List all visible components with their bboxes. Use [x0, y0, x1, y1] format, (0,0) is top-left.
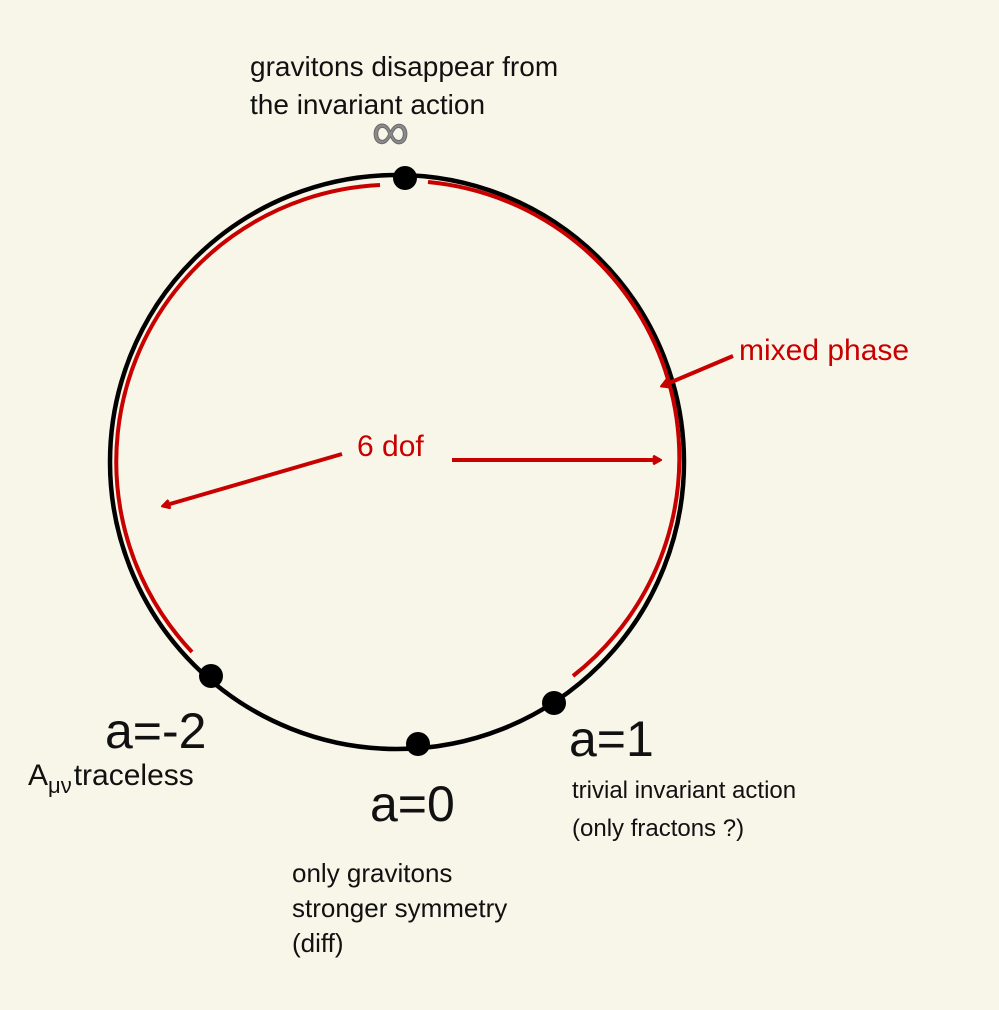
point-infinity [393, 166, 417, 190]
point-a-1 [542, 691, 566, 715]
mixed-phase-label: mixed phase [739, 334, 910, 367]
a-0-note-line-1: only gravitons [292, 858, 453, 888]
infinity-annotation: gravitons disappear from the invariant a… [250, 48, 558, 124]
point-a-minus-2 [199, 664, 223, 688]
point-a-0 [406, 732, 430, 756]
a-0-label: a=0 [370, 776, 455, 832]
infinity-annotation-line-1: gravitons disappear from [250, 51, 559, 82]
a-minus-2-note-rest: traceless [73, 759, 194, 792]
a-minus-2-label: a=-2 [105, 703, 207, 759]
a-minus-2-note: Aμνtraceless [28, 759, 194, 798]
a-1-note: trivial invariant action (only fractons … [572, 772, 796, 848]
mixed-phase-arc-right [427, 180, 682, 678]
a-1-note-line-1: trivial invariant action [572, 777, 797, 804]
mixed-phase-arc-left [114, 183, 381, 654]
a-minus-2-note-subscript: μν [48, 773, 72, 798]
a-0-note-line-2: stronger symmetry [292, 893, 508, 923]
dof-label: 6 dof [357, 430, 424, 463]
mixed-phase-arrow [662, 354, 734, 386]
a-1-label: a=1 [569, 711, 654, 767]
a-minus-2-note-main: A [28, 759, 49, 792]
a-1-note-line-2: (only fractons ?) [572, 815, 745, 842]
infinity-annotation-line-2: the invariant action [250, 89, 486, 120]
dof-arrow-left [163, 452, 343, 506]
a-0-note-line-3: (diff) [292, 928, 344, 958]
a-0-note: only gravitons stronger symmetry (diff) [292, 856, 507, 961]
infinity-symbol: ∞ [371, 103, 410, 161]
